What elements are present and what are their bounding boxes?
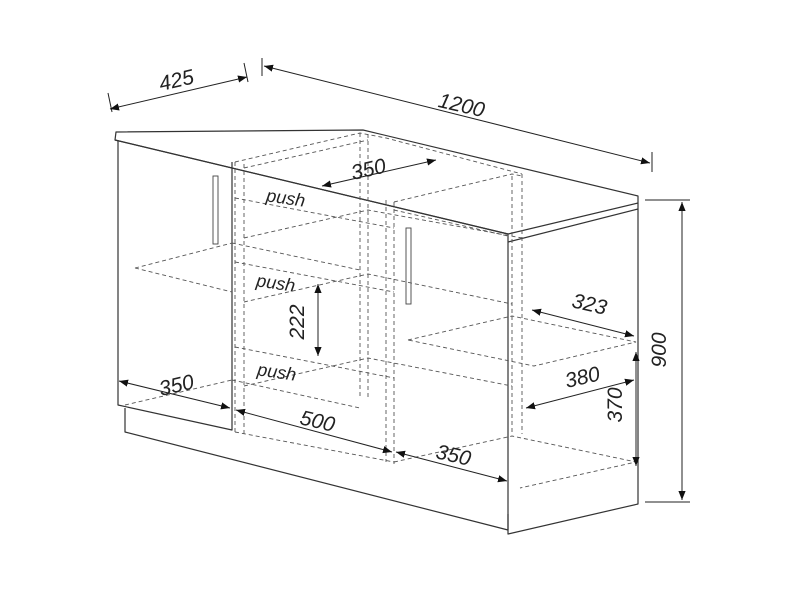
hidden-internals: [124, 132, 637, 489]
right-door-handle: [405, 227, 412, 305]
right-width-label: 350: [434, 441, 474, 471]
overall-height-label: 900: [648, 332, 671, 367]
overall-depth-label: 425: [157, 65, 197, 95]
drawer-3-push-label: push: [255, 359, 297, 384]
left-shelf-depth-label: 350: [157, 370, 197, 400]
right-compartment-height-label: 370: [604, 387, 627, 422]
left-door-handle: [212, 175, 219, 245]
right-shelf-depth-label: 323: [570, 290, 610, 320]
right-panel-top-edge: [507, 208, 639, 243]
dimension-lines: [107, 58, 690, 503]
center-width-label: 500: [298, 407, 338, 437]
drawer-1-push-label: push: [264, 185, 306, 210]
left-door: [117, 141, 233, 431]
top-front-edge: [114, 139, 509, 242]
center-shelf-depth-label: 350: [349, 154, 389, 184]
overall-width-label: 1200: [436, 89, 487, 122]
drawer-2-push-label: push: [254, 270, 296, 295]
right-compartment-depth-label: 380: [563, 362, 603, 392]
cabinet-outline: [114, 129, 639, 535]
drawer-height-label: 222: [286, 304, 309, 340]
cabinet-top: [114, 129, 639, 235]
